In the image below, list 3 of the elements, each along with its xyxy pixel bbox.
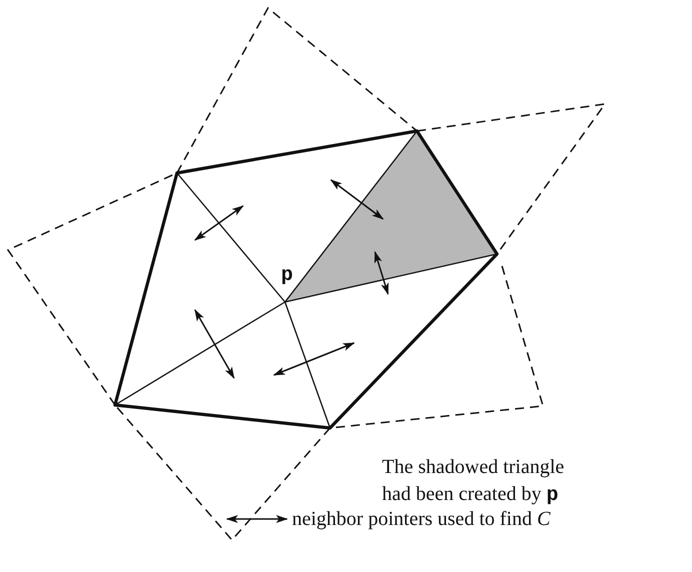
point-label: p [281, 266, 294, 286]
legend-text: neighbor pointers used to find C [292, 507, 550, 532]
caption-note: The shadowed triangle had been created by p [382, 455, 566, 509]
